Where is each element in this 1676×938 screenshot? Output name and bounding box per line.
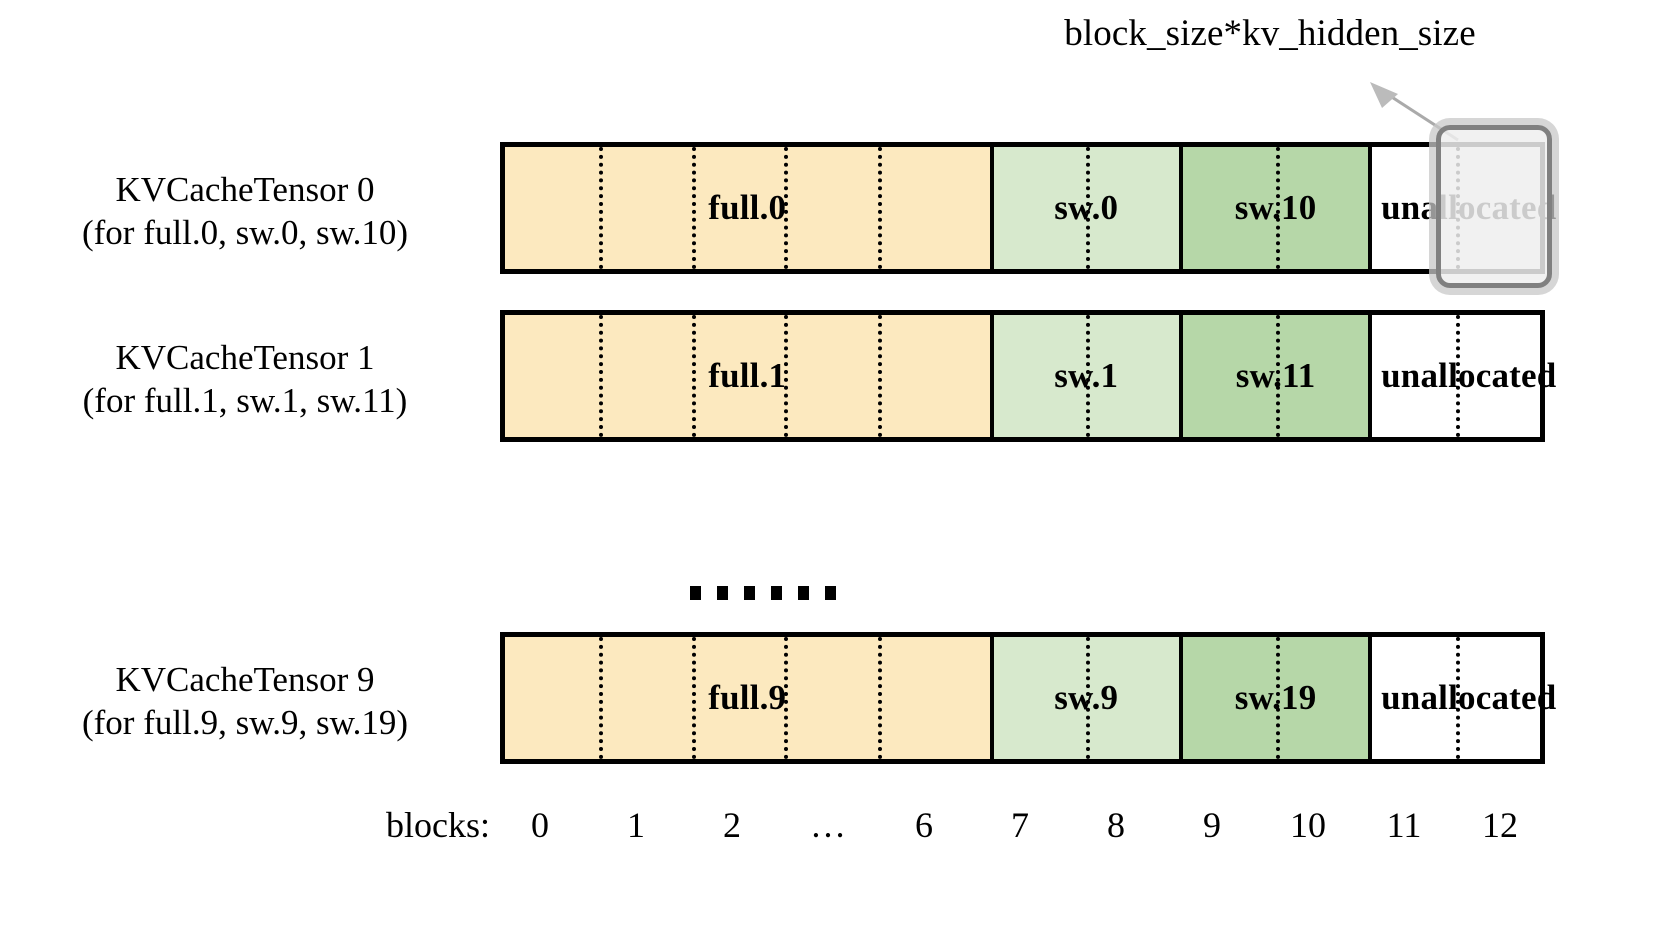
axis-tick-2: 2: [723, 805, 741, 845]
segment-label: full.9: [708, 678, 787, 718]
segment-full-0[interactable]: full.0: [505, 147, 994, 269]
row-label-title: KVCacheTensor 0: [115, 170, 375, 209]
axis-tick-9: 9: [1203, 805, 1221, 845]
callout-label: block_size*kv_hidden_size: [1064, 13, 1476, 54]
tensor-bar-9: full.9 sw.9 sw.19 unallocated: [500, 632, 1557, 764]
segment-sw-0[interactable]: sw.0: [993, 147, 1183, 269]
axis-tick-0: 0: [531, 805, 549, 845]
row-label-title: KVCacheTensor 1: [115, 338, 375, 377]
segment-sw-9[interactable]: sw.9: [993, 637, 1183, 759]
row-label-tensor-0: KVCacheTensor 0 (for full.0, sw.0, sw.10…: [10, 168, 480, 255]
blocks-axis: blocks: 0 1 2 … 6 7 8 9 10 11 12: [0, 800, 1676, 860]
segment-unallocated-9[interactable]: unallocated: [1372, 637, 1557, 759]
segment-label: sw.9: [1054, 678, 1119, 718]
segment-label: sw.0: [1054, 188, 1119, 228]
segment-label: full.0: [708, 188, 787, 228]
vertical-ellipsis: [690, 586, 836, 600]
segment-sw-1[interactable]: sw.1: [993, 315, 1183, 437]
row-label-subtitle: (for full.9, sw.9, sw.19): [82, 703, 408, 743]
segment-label: sw.10: [1234, 188, 1317, 228]
axis-tick-10: 10: [1290, 805, 1326, 845]
axis-title: blocks:: [386, 805, 490, 845]
segment-full-9[interactable]: full.9: [505, 637, 994, 759]
row-label-title: KVCacheTensor 9: [115, 660, 375, 699]
segment-full-1[interactable]: full.1: [505, 315, 994, 437]
axis-tick-ellipsis: …: [810, 805, 846, 845]
segment-label: full.1: [708, 356, 787, 396]
segment-sw-10[interactable]: sw.10: [1182, 147, 1373, 269]
row-label-subtitle: (for full.0, sw.0, sw.10): [82, 213, 408, 253]
axis-tick-1: 1: [627, 805, 645, 845]
axis-tick-6: 6: [915, 805, 933, 845]
axis-tick-7: 7: [1011, 805, 1029, 845]
tensor-bar-0: full.0 sw.0 sw.10 unallocated: [500, 142, 1556, 274]
row-label-tensor-1: KVCacheTensor 1 (for full.1, sw.1, sw.11…: [10, 336, 480, 423]
segment-sw-11[interactable]: sw.11: [1182, 315, 1373, 437]
segment-label: sw.19: [1234, 678, 1317, 718]
axis-tick-8: 8: [1107, 805, 1125, 845]
segment-label: unallocated: [1381, 356, 1557, 396]
tensor-bar-1: full.1 sw.1 sw.11 unallocated: [500, 310, 1557, 442]
row-label-tensor-9: KVCacheTensor 9 (for full.9, sw.9, sw.19…: [10, 658, 480, 745]
row-label-subtitle: (for full.1, sw.1, sw.11): [82, 381, 408, 421]
axis-tick-11: 11: [1386, 805, 1422, 845]
segment-label: unallocated: [1381, 678, 1557, 718]
segment-label: sw.11: [1235, 356, 1316, 396]
segment-unallocated-1[interactable]: unallocated: [1372, 315, 1557, 437]
segment-sw-19[interactable]: sw.19: [1182, 637, 1373, 759]
segment-label: sw.1: [1054, 356, 1119, 396]
block-highlight-box[interactable]: [1436, 125, 1552, 288]
axis-tick-12: 12: [1482, 805, 1518, 845]
